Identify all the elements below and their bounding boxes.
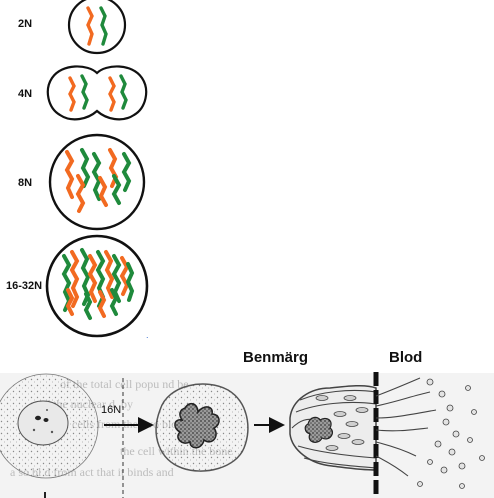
chromosome-orange bbox=[98, 176, 108, 207]
arrow-label-16n: 16N bbox=[101, 404, 121, 416]
stage-16-32n: 16-32N bbox=[6, 234, 149, 338]
chromosome-orange bbox=[64, 150, 75, 199]
chromosome-orange bbox=[104, 250, 115, 299]
chromosome-green bbox=[125, 262, 135, 302]
residual-nucleus bbox=[304, 416, 334, 443]
bottom-mark bbox=[44, 492, 46, 498]
chromosome-green bbox=[121, 152, 132, 192]
chromosome-orange bbox=[97, 290, 107, 318]
stage-4n: 4N bbox=[18, 65, 148, 121]
chromosomes-2n bbox=[86, 6, 108, 46]
megakaryoblast-nucleus bbox=[17, 400, 69, 446]
label-8n: 8N bbox=[18, 177, 32, 189]
process-panel: of the total cell popu nd be of the nucl… bbox=[0, 349, 494, 498]
chromosome-orange bbox=[68, 76, 76, 112]
chromosome-green bbox=[80, 148, 91, 188]
megakaryoblast-cell bbox=[0, 373, 99, 479]
platelet-granules bbox=[315, 395, 369, 451]
chromosome-green bbox=[91, 152, 102, 201]
chromosome-orange bbox=[108, 76, 116, 112]
chromosome-green bbox=[109, 288, 119, 316]
label-4n: 4N bbox=[18, 88, 32, 100]
mature-megakaryocyte bbox=[155, 383, 249, 472]
chromatin-dot bbox=[32, 428, 36, 432]
background-text-line: of the total cell popu nd be bbox=[60, 377, 189, 391]
proplatelet-extensions bbox=[375, 377, 437, 477]
platelets bbox=[417, 378, 485, 489]
chromosome-green bbox=[119, 74, 128, 110]
chromosome-green bbox=[111, 174, 122, 205]
chromosome-orange bbox=[119, 256, 130, 296]
chromosomes-8n bbox=[64, 148, 132, 213]
cell-2n bbox=[67, 0, 127, 55]
chromosome-green bbox=[99, 6, 108, 46]
ploidy-stages: 2N 4N 8N bbox=[6, 0, 149, 340]
stage-8n: 8N bbox=[18, 133, 146, 231]
chromosome-orange bbox=[75, 174, 86, 213]
chromosome-orange bbox=[87, 254, 98, 303]
chromosome-green bbox=[80, 74, 89, 110]
chromosome-orange bbox=[86, 6, 94, 46]
chromosome-green bbox=[83, 292, 93, 320]
header-blood: Blod bbox=[389, 349, 422, 366]
label-2n: 2N bbox=[18, 18, 32, 30]
chromatin-dot bbox=[50, 430, 54, 434]
cell-4n bbox=[46, 65, 148, 121]
stage-2n: 2N bbox=[18, 0, 127, 55]
chromosomes-16-32n bbox=[61, 248, 135, 320]
nucleolus bbox=[43, 418, 49, 422]
header-bone-marrow: Benmärg bbox=[243, 349, 308, 366]
chromosome-orange bbox=[69, 250, 80, 308]
proplatelet-megakaryocyte bbox=[289, 384, 377, 471]
chromatin-dot bbox=[46, 409, 48, 411]
nucleolus bbox=[35, 415, 41, 421]
lobulated-nucleus bbox=[174, 402, 220, 449]
chromosome-orange bbox=[65, 288, 75, 316]
chromosomes-4n bbox=[68, 74, 128, 112]
label-16-32n: 16-32N bbox=[6, 280, 42, 292]
stray-mark: . bbox=[146, 330, 149, 340]
